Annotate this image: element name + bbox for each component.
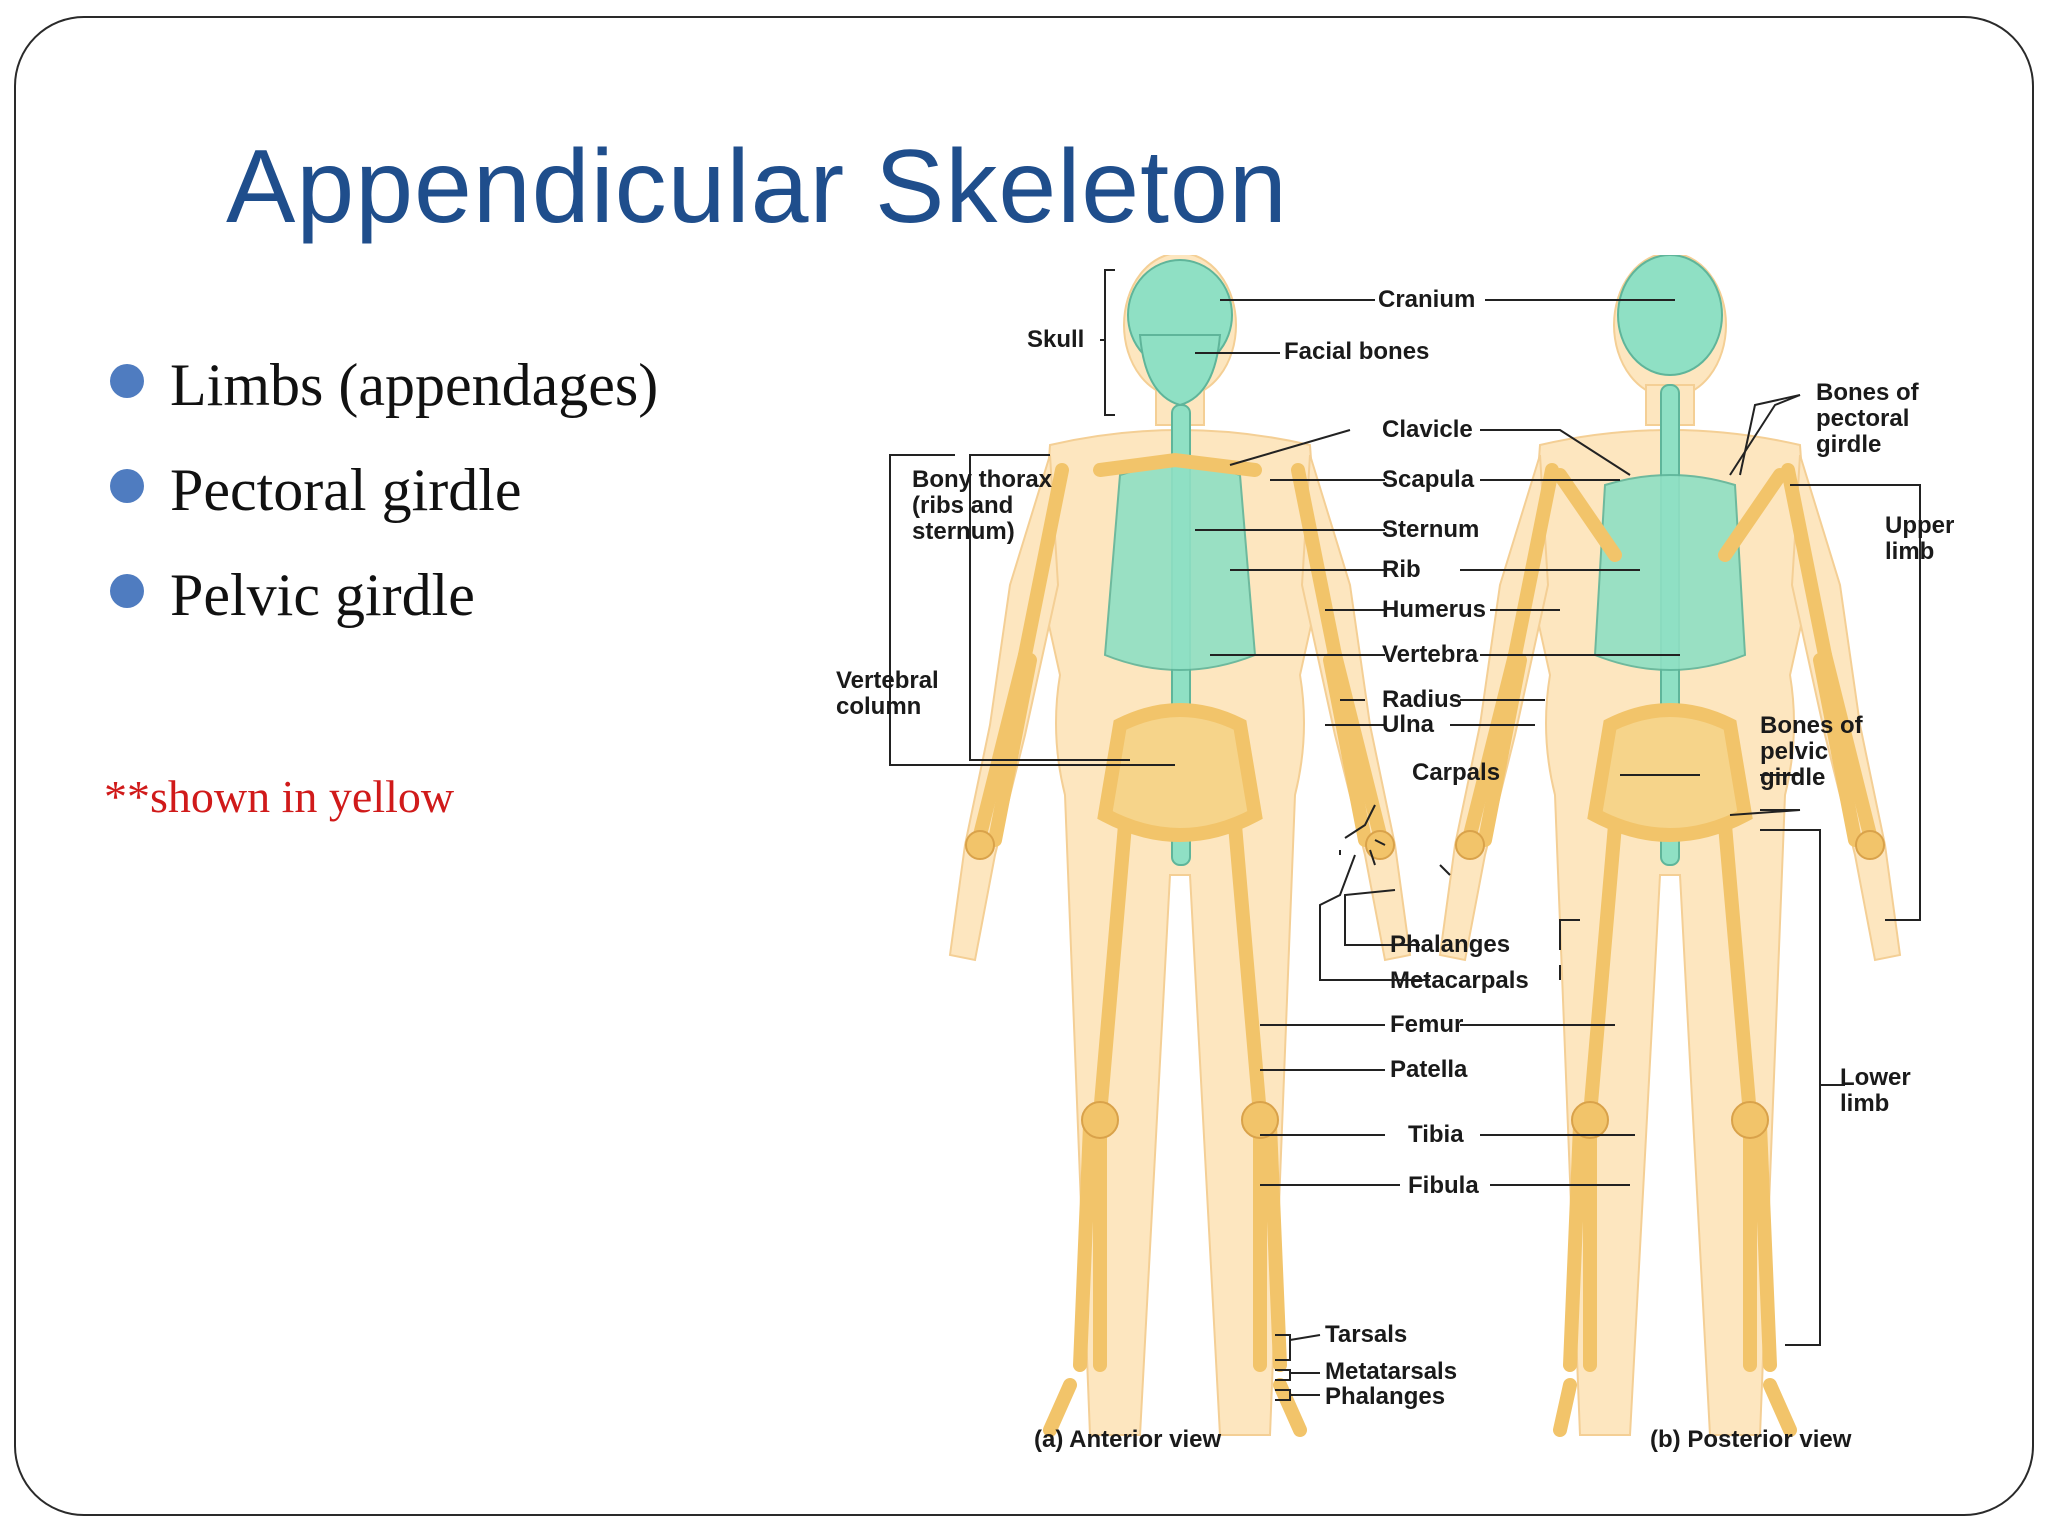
label-sternum: Sternum — [1382, 516, 1480, 543]
label-radius: Radius — [1382, 686, 1463, 713]
label-tibia: Tibia — [1408, 1121, 1464, 1148]
skeleton-illustration — [889, 255, 1921, 1437]
label-cranium: Cranium — [1378, 286, 1476, 313]
anterior-skull — [1127, 259, 1233, 407]
skeleton-figure: Skull Cranium Facial bones Clavicle Scap… — [800, 255, 2000, 1480]
slide-title: Appendicular Skeleton — [226, 129, 1288, 245]
anterior-appendicular — [973, 452, 1387, 1437]
label-metatarsals: Metatarsals — [1325, 1358, 1458, 1385]
color-note: **shown in yellow — [104, 771, 455, 822]
label-fibula: Fibula — [1408, 1172, 1479, 1199]
label-bones-pelvic-girdle: Bones of pelvic girdle — [1760, 712, 1863, 791]
bullet-list: Limbs (appendages) Pectoral girdle Pelvi… — [110, 350, 658, 665]
label-clavicle: Clavicle — [1382, 416, 1473, 443]
bullet-dot-icon — [110, 364, 144, 398]
posterior-skull — [1617, 255, 1723, 376]
label-vertebral-column: Vertebral column — [836, 667, 939, 720]
bullet-pectoral-girdle: Pectoral girdle — [110, 455, 658, 560]
label-bones-pectoral-girdle: Bones of pectoral girdle — [1816, 379, 1919, 458]
label-scapula: Scapula — [1382, 466, 1475, 493]
posterior-skeleton — [1438, 255, 1902, 1437]
bullet-dot-icon — [110, 469, 144, 503]
label-femur: Femur — [1390, 1011, 1464, 1038]
label-humerus: Humerus — [1382, 596, 1487, 623]
anterior-joints — [965, 830, 1395, 1139]
posterior-appendicular — [1463, 463, 1877, 1437]
label-facial-bones: Facial bones — [1284, 338, 1430, 365]
label-patella: Patella — [1390, 1056, 1468, 1083]
label-tarsals: Tarsals — [1325, 1321, 1408, 1348]
posterior-joints — [1455, 830, 1885, 1139]
bullet-pelvic-girdle: Pelvic girdle — [110, 560, 658, 665]
label-phalanges-hand: Phalanges — [1390, 931, 1511, 958]
bullet-dot-icon — [110, 574, 144, 608]
label-bony-thorax: Bony thorax (ribs and sternum) — [912, 466, 1053, 545]
bullet-text: Limbs (appendages) — [170, 352, 659, 418]
bullet-text: Pelvic girdle — [170, 562, 475, 628]
label-metacarpals: Metacarpals — [1390, 967, 1529, 994]
caption-anterior-view: (a) Anterior view — [1034, 1426, 1222, 1453]
label-vertebra: Vertebra — [1382, 641, 1479, 668]
label-rib: Rib — [1382, 556, 1421, 583]
anterior-skeleton — [948, 255, 1412, 1437]
leader-lines — [889, 269, 1921, 1401]
bullet-limbs: Limbs (appendages) — [110, 350, 658, 455]
caption-posterior-view: (b) Posterior view — [1650, 1426, 1852, 1453]
label-lower-limb: Lower limb — [1840, 1064, 1911, 1117]
label-upper-limb: Upper limb — [1885, 512, 1955, 565]
label-carpals: Carpals — [1412, 759, 1501, 786]
bullet-text: Pectoral girdle — [170, 457, 522, 523]
label-skull: Skull — [1027, 326, 1085, 353]
label-phalanges-foot: Phalanges — [1325, 1383, 1446, 1410]
label-ulna: Ulna — [1382, 711, 1435, 738]
